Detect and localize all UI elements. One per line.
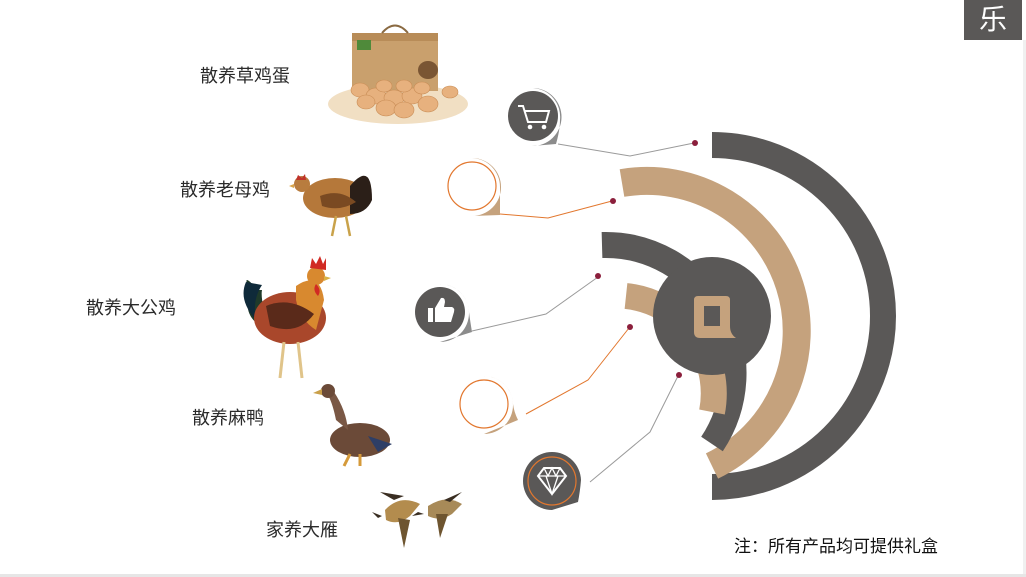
bottom-rule — [0, 574, 1026, 577]
right-edge-rule — [1023, 40, 1026, 577]
eggs-gift-box-image — [328, 24, 468, 124]
product-label-hen: 散养老母鸡 — [180, 180, 270, 201]
corner-badge: 乐 — [964, 0, 1022, 40]
diamond-icon — [523, 452, 581, 510]
product-label-duck: 散养麻鸭 — [192, 408, 264, 429]
hen-image — [289, 174, 372, 237]
svg-text:$: $ — [480, 398, 488, 413]
money-bill-icon: $ — [459, 376, 518, 434]
geese-image — [372, 492, 462, 548]
connectors — [471, 140, 698, 483]
product-label-eggs: 散养草鸡蛋 — [200, 66, 290, 87]
delivery-truck-icon — [447, 158, 501, 216]
product-label-goose: 家养大雁 — [266, 520, 338, 541]
ring-tan-2 — [619, 167, 811, 479]
rooster-image — [243, 256, 331, 379]
ring-outer-dark — [711, 132, 896, 500]
gift-box-note: 注：所有产品均可提供礼盒 — [734, 537, 938, 557]
ring-chart — [601, 132, 896, 500]
ring-center-disc — [653, 257, 771, 375]
duck-image — [313, 384, 392, 467]
thumbs-up-icon — [415, 284, 472, 342]
shopping-cart-icon — [508, 88, 562, 147]
product-label-rooster: 散养大公鸡 — [86, 298, 176, 319]
center-logo-icon — [694, 296, 736, 338]
